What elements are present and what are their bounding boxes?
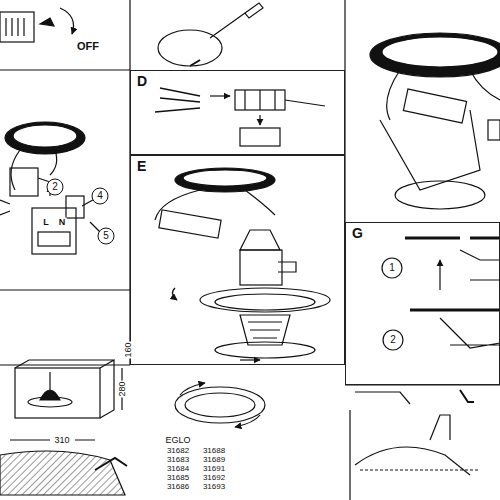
terminal-name: L <box>42 218 50 227</box>
callout-number: 1 <box>388 263 396 273</box>
step-panel: E <box>130 155 345 365</box>
article-number: 31688 <box>202 447 226 455</box>
dimension: 280 <box>118 380 127 397</box>
callout-circle <box>47 179 63 195</box>
step-panel: D <box>130 70 345 155</box>
article-number: 31686 <box>166 483 190 491</box>
article-number: 31684 <box>166 465 190 473</box>
step-letter: D <box>133 73 151 90</box>
dimension: 160 <box>124 341 133 358</box>
step-panel: G <box>345 222 500 385</box>
article-number: 31692 <box>202 474 226 482</box>
callout-number: 5 <box>102 231 110 241</box>
article-number: 31685 <box>166 474 190 482</box>
article-number: 31682 <box>166 447 190 455</box>
article-number: 31691 <box>202 465 226 473</box>
callout-number: 2 <box>51 182 59 192</box>
brand-name: EGLO <box>164 436 191 445</box>
terminal-name: N <box>58 218 67 227</box>
article-number: 31693 <box>202 483 226 491</box>
step-letter: E <box>133 158 150 175</box>
article-number: 31689 <box>202 456 226 464</box>
callout-circle <box>98 228 114 244</box>
callout-number: 2 <box>389 335 397 345</box>
article-number: 31683 <box>166 456 190 464</box>
callout-circle <box>92 188 108 204</box>
callout-number: 4 <box>96 191 104 201</box>
step-letter: G <box>348 225 367 242</box>
dimension: 310 <box>53 436 70 445</box>
switch-label: OFF <box>76 41 100 52</box>
